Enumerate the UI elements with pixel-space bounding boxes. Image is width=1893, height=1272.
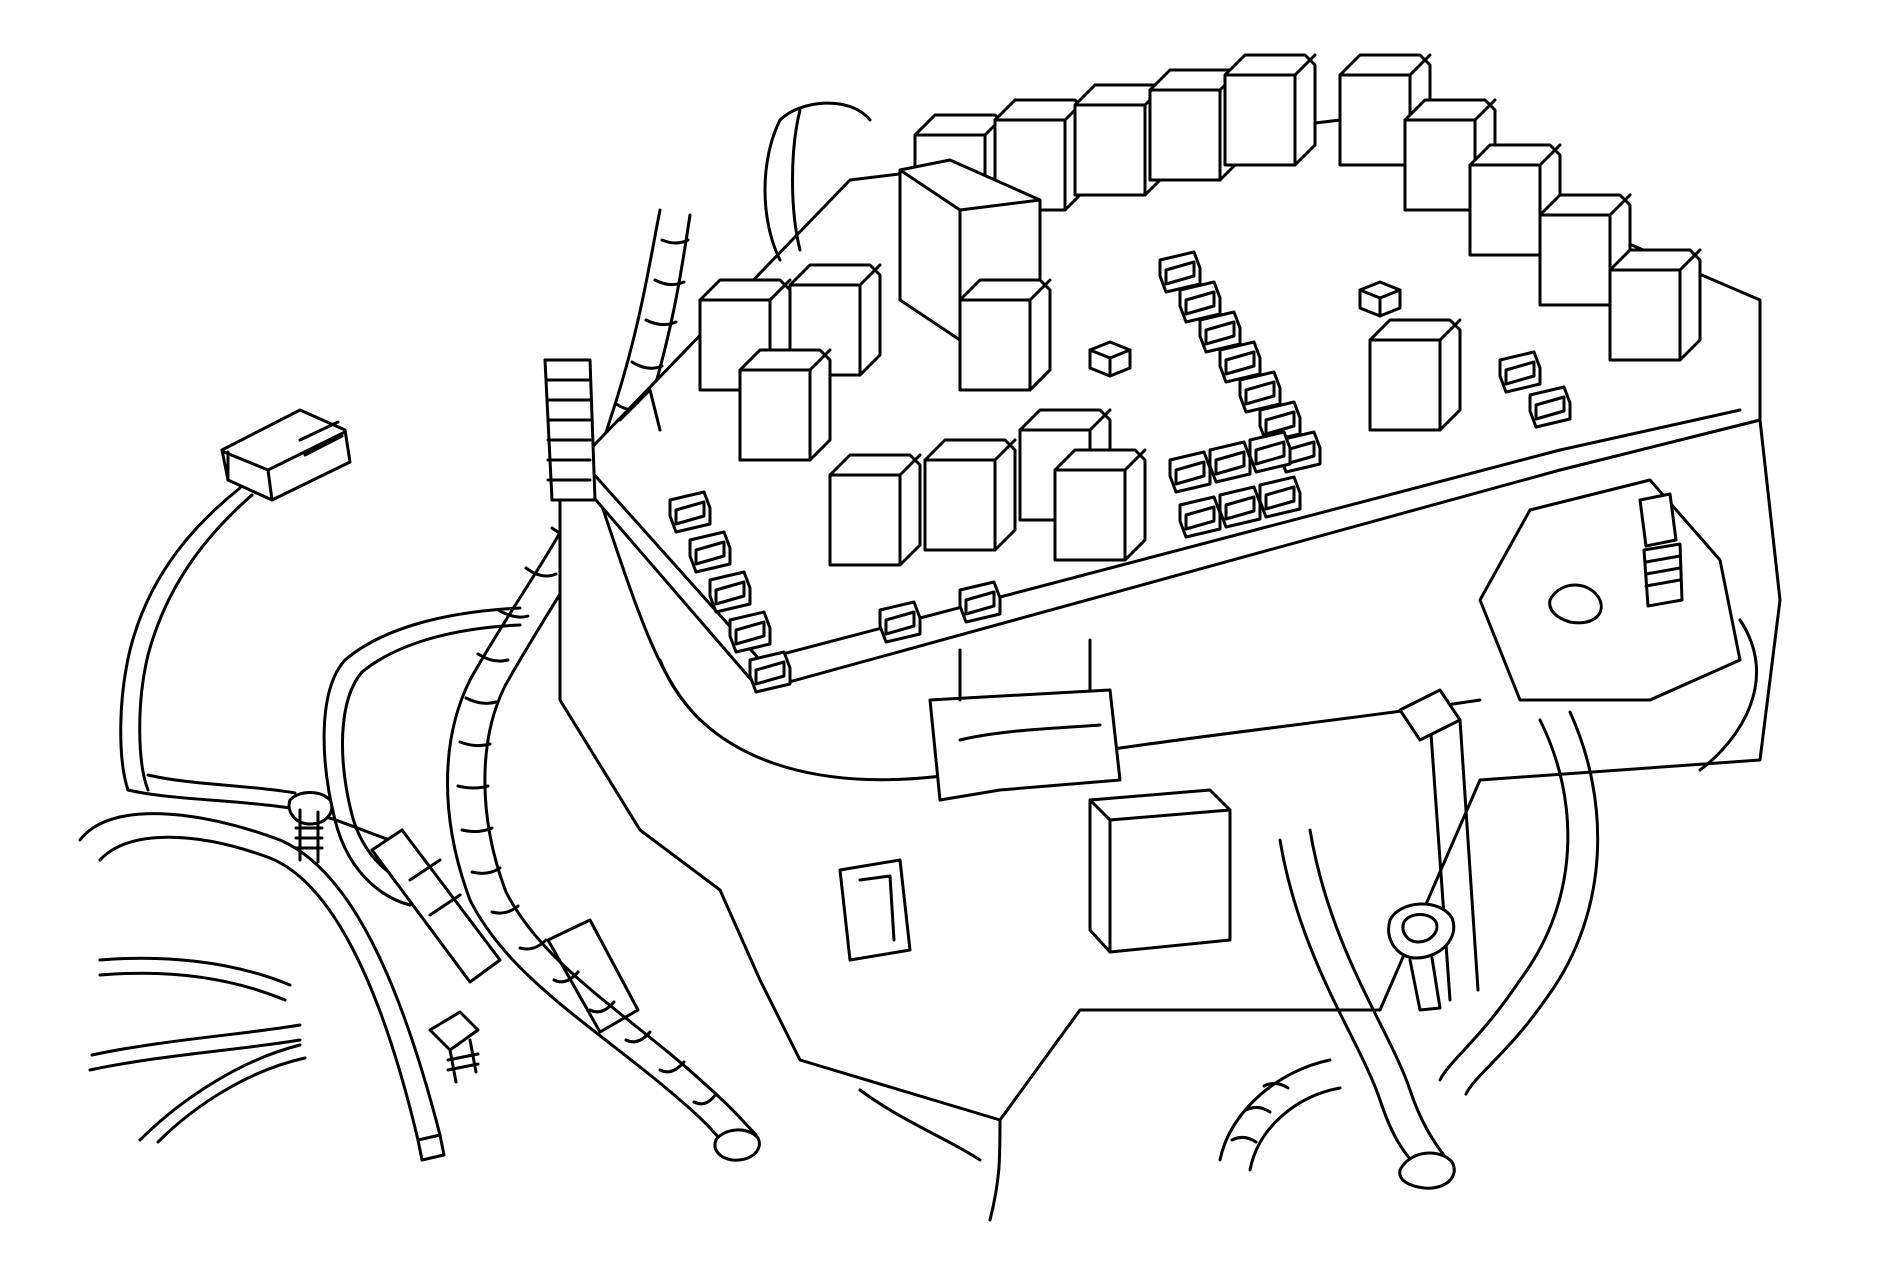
relay-mid-3 <box>923 438 1017 552</box>
relay-right-5 <box>1608 248 1702 362</box>
relay-left-3 <box>738 348 832 462</box>
terminal-bolt-2 <box>1358 280 1402 318</box>
right-wiring-harness <box>858 710 1600 1222</box>
left-wiring-harness <box>78 408 640 1162</box>
relay-mid-2 <box>828 453 922 567</box>
mounting-stud <box>1638 492 1684 608</box>
relay-mid-1 <box>958 278 1052 392</box>
relay-back-5 <box>1223 53 1317 167</box>
ring-terminal-ground <box>1387 902 1456 1012</box>
terminal-bolt-1 <box>1088 340 1132 378</box>
harness-clip <box>428 1010 480 1084</box>
relay-right-big <box>1368 318 1462 432</box>
ground-stud-left <box>287 791 334 864</box>
pigtail-connector <box>220 408 352 502</box>
relay-mid-5 <box>1053 448 1147 562</box>
fuse-relay-block <box>543 53 1782 1122</box>
wire-sleeve <box>370 828 502 984</box>
